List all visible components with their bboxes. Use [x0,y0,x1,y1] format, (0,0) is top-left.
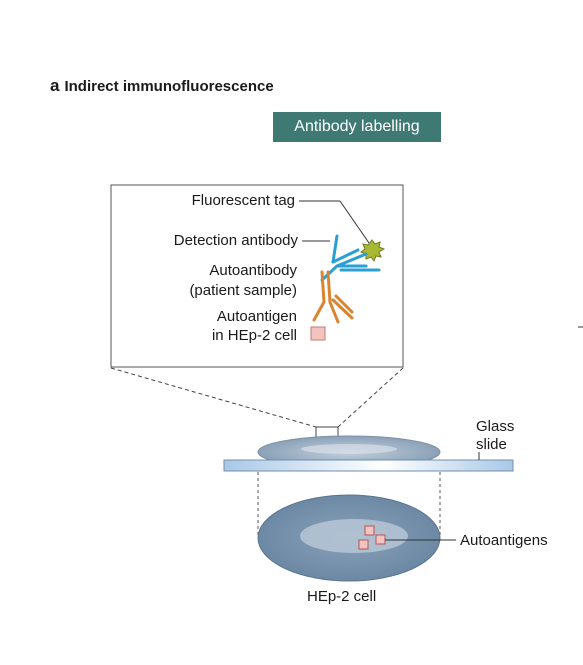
panel-letter: a [50,76,60,95]
leader-fluorescent-tag-diag [339,200,370,244]
autoantigen-marker [358,539,369,550]
autoantigen-label: Autoantigen [216,308,297,325]
antibody-labelling-banner: Antibody labelling [273,112,441,142]
cell-on-slide-highlight [301,444,397,454]
cell-nucleus [300,519,408,553]
glass-slide-sublabel: slide [476,436,507,453]
fluorescent-tag-label: Fluorescent tag [191,192,295,209]
autoantibody-icon [312,270,354,324]
glass-slide-icon [223,459,514,472]
glass-slide-label: Glass [476,418,515,435]
autoantigen-marker [375,534,386,545]
detection-antibody-label: Detection antibody [173,232,298,249]
hep2-cell-label: HEp-2 cell [307,588,377,605]
autoantibody-label: Autoantibody [209,262,297,279]
inset-box [110,184,404,368]
zoom-line-right [337,367,404,428]
autoantigen-sublabel: in HEp-2 cell [211,327,297,344]
autoantigen-marker [364,525,375,536]
fluorescent-tag-icon [359,239,386,263]
autoantibody-sublabel: (patient sample) [189,282,297,299]
panel-title-text: Indirect immunofluorescence [64,78,274,95]
autoantigens-label: Autoantigens [460,532,548,549]
zoom-line-left [110,367,317,428]
autoantigen-icon [310,326,326,341]
